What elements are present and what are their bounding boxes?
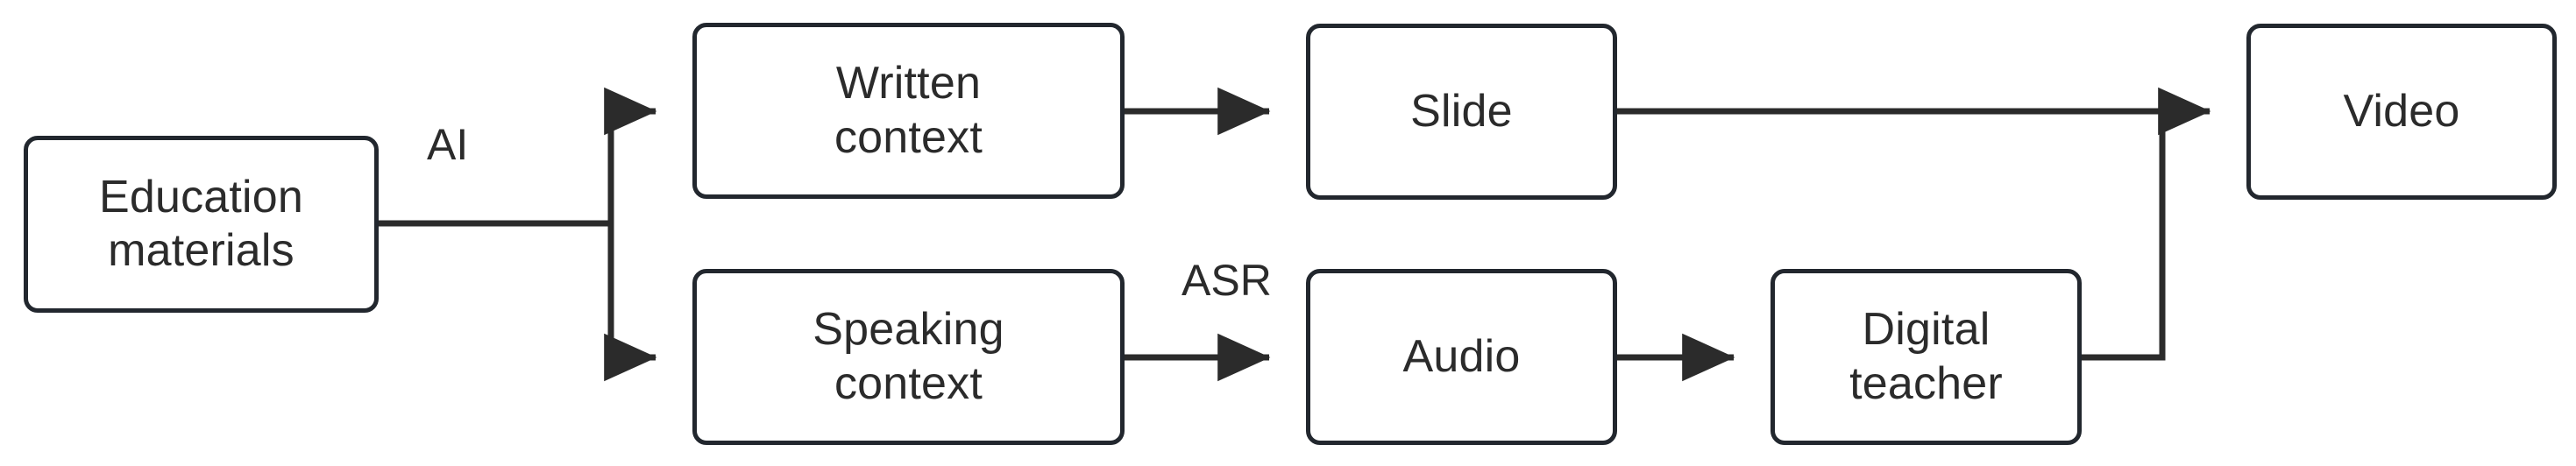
node-video[interactable]: Video [2246,24,2557,200]
node-speaking-context[interactable]: Speaking context [692,269,1125,445]
node-label-digital-teacher: Digital teacher [1849,304,2003,409]
node-label-written-context: Written context [834,58,983,163]
node-slide[interactable]: Slide [1306,24,1617,200]
node-label-speaking-context: Speaking context [813,304,1004,409]
node-written-context[interactable]: Written context [692,23,1125,199]
node-label-slide: Slide [1410,85,1513,137]
edge-label-ai: AI [427,120,469,169]
node-label-audio: Audio [1402,330,1521,382]
node-education-materials[interactable]: Education materials [24,136,379,313]
node-digital-teacher[interactable]: Digital teacher [1771,269,2082,445]
node-label-education-materials: Education materials [98,171,304,276]
edge-label-asr: ASR [1182,256,1272,305]
node-label-video: Video [2343,85,2460,137]
edge-digital-teacher-to-video [2082,111,2166,361]
node-audio[interactable]: Audio [1306,269,1617,445]
